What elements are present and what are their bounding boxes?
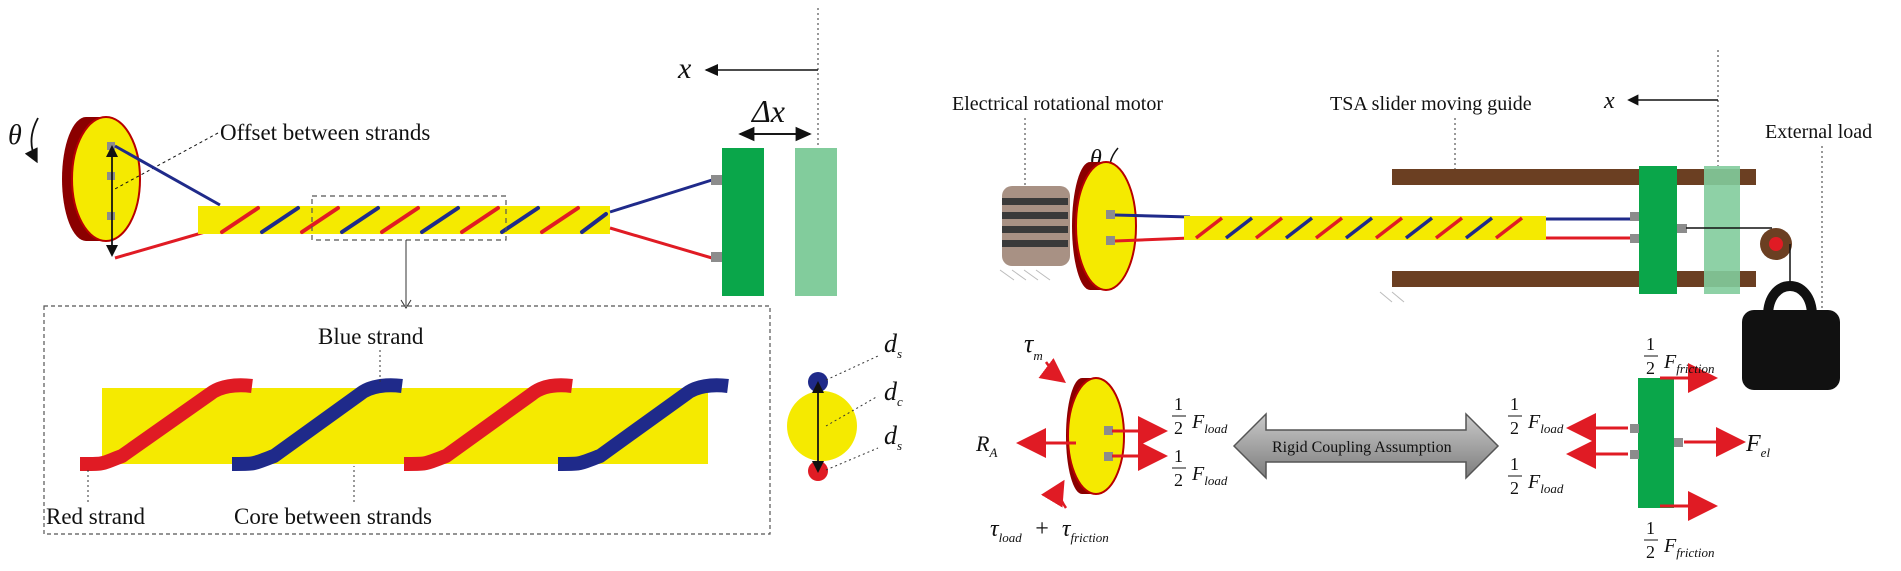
delta-x-label: Δx: [750, 93, 785, 129]
svg-text:1: 1: [1510, 394, 1519, 414]
offset-label: Offset between strands: [220, 120, 430, 145]
slider-block-right: [1630, 166, 1792, 294]
svg-text:τm: τm: [1024, 329, 1043, 363]
blue-strand-label: Blue strand: [318, 324, 424, 349]
friction-bottom: 1 2 Ffriction: [1644, 518, 1715, 562]
slider-block: [711, 148, 837, 296]
guide-rail-top: [1392, 169, 1756, 185]
tau-load-arrow-icon: [1040, 479, 1068, 509]
guide-label: TSA slider moving guide: [1330, 93, 1532, 115]
svg-text:Fload: Fload: [1527, 411, 1564, 436]
svg-text:Ffriction: Ffriction: [1663, 351, 1715, 376]
svg-text:1: 1: [1174, 446, 1183, 466]
guide-rail-bottom: [1392, 271, 1756, 287]
theta-label: θ: [8, 120, 22, 151]
tau-m-arrow-icon: [1038, 357, 1066, 384]
svg-text:dc: dc: [884, 377, 903, 409]
svg-text:1: 1: [1646, 334, 1655, 354]
svg-text:τload + τfriction: τload + τfriction: [990, 516, 1109, 548]
motor: [999, 186, 1070, 281]
magnified-view: [43, 305, 771, 535]
rigid-coupling-arrow: Rigid Coupling Assumption: [1232, 412, 1500, 480]
svg-text:2: 2: [1510, 478, 1519, 498]
svg-text:2: 2: [1646, 358, 1655, 378]
rotation-arrow-icon: [24, 117, 39, 164]
svg-text:Fel: Fel: [1745, 431, 1770, 460]
svg-text:1: 1: [1510, 454, 1519, 474]
fbd-disk: [1066, 377, 1125, 495]
svg-text:2: 2: [1646, 542, 1655, 562]
motor-label: Electrical rotational motor: [952, 93, 1163, 115]
x-axis-label: x: [677, 52, 692, 85]
red-strand-label: Red strand: [46, 504, 146, 529]
svg-text:ds: ds: [884, 421, 902, 453]
fbd-slider-loads: 1 2 Fload 1 2 Fload: [1508, 394, 1564, 498]
svg-text:ds: ds: [884, 329, 902, 361]
svg-text:Fload: Fload: [1191, 463, 1228, 488]
svg-text:1: 1: [1174, 394, 1183, 414]
svg-text:2: 2: [1510, 418, 1519, 438]
friction-top: 1 2 Ffriction: [1644, 334, 1715, 378]
load-label: External load: [1765, 121, 1872, 143]
spool-disk-right: [1072, 161, 1137, 291]
spool-disk: [62, 116, 141, 257]
svg-text:RA: RA: [975, 431, 997, 460]
coupling-label: Rigid Coupling Assumption: [1272, 439, 1452, 456]
svg-text:Fload: Fload: [1527, 471, 1564, 496]
svg-text:Fload: Fload: [1191, 411, 1228, 436]
core-label: Core between strands: [234, 504, 432, 529]
fbd-slider: [1630, 378, 1683, 508]
x-axis-right-label: x: [1603, 88, 1615, 114]
fbd-disk-loads: 1 2 Fload 1 2 Fload: [1172, 394, 1228, 490]
svg-text:Ffriction: Ffriction: [1663, 535, 1715, 560]
left-panel: θ Offset between strands: [8, 8, 903, 535]
svg-text:1: 1: [1646, 518, 1655, 538]
external-load-weight: [1742, 281, 1840, 390]
svg-text:2: 2: [1174, 418, 1183, 438]
svg-text:2: 2: [1174, 470, 1183, 490]
cross-section: ds dc ds: [787, 329, 903, 481]
twisted-rope: [198, 195, 610, 309]
right-panel: Electrical rotational motor TSA slider m…: [952, 50, 1872, 562]
